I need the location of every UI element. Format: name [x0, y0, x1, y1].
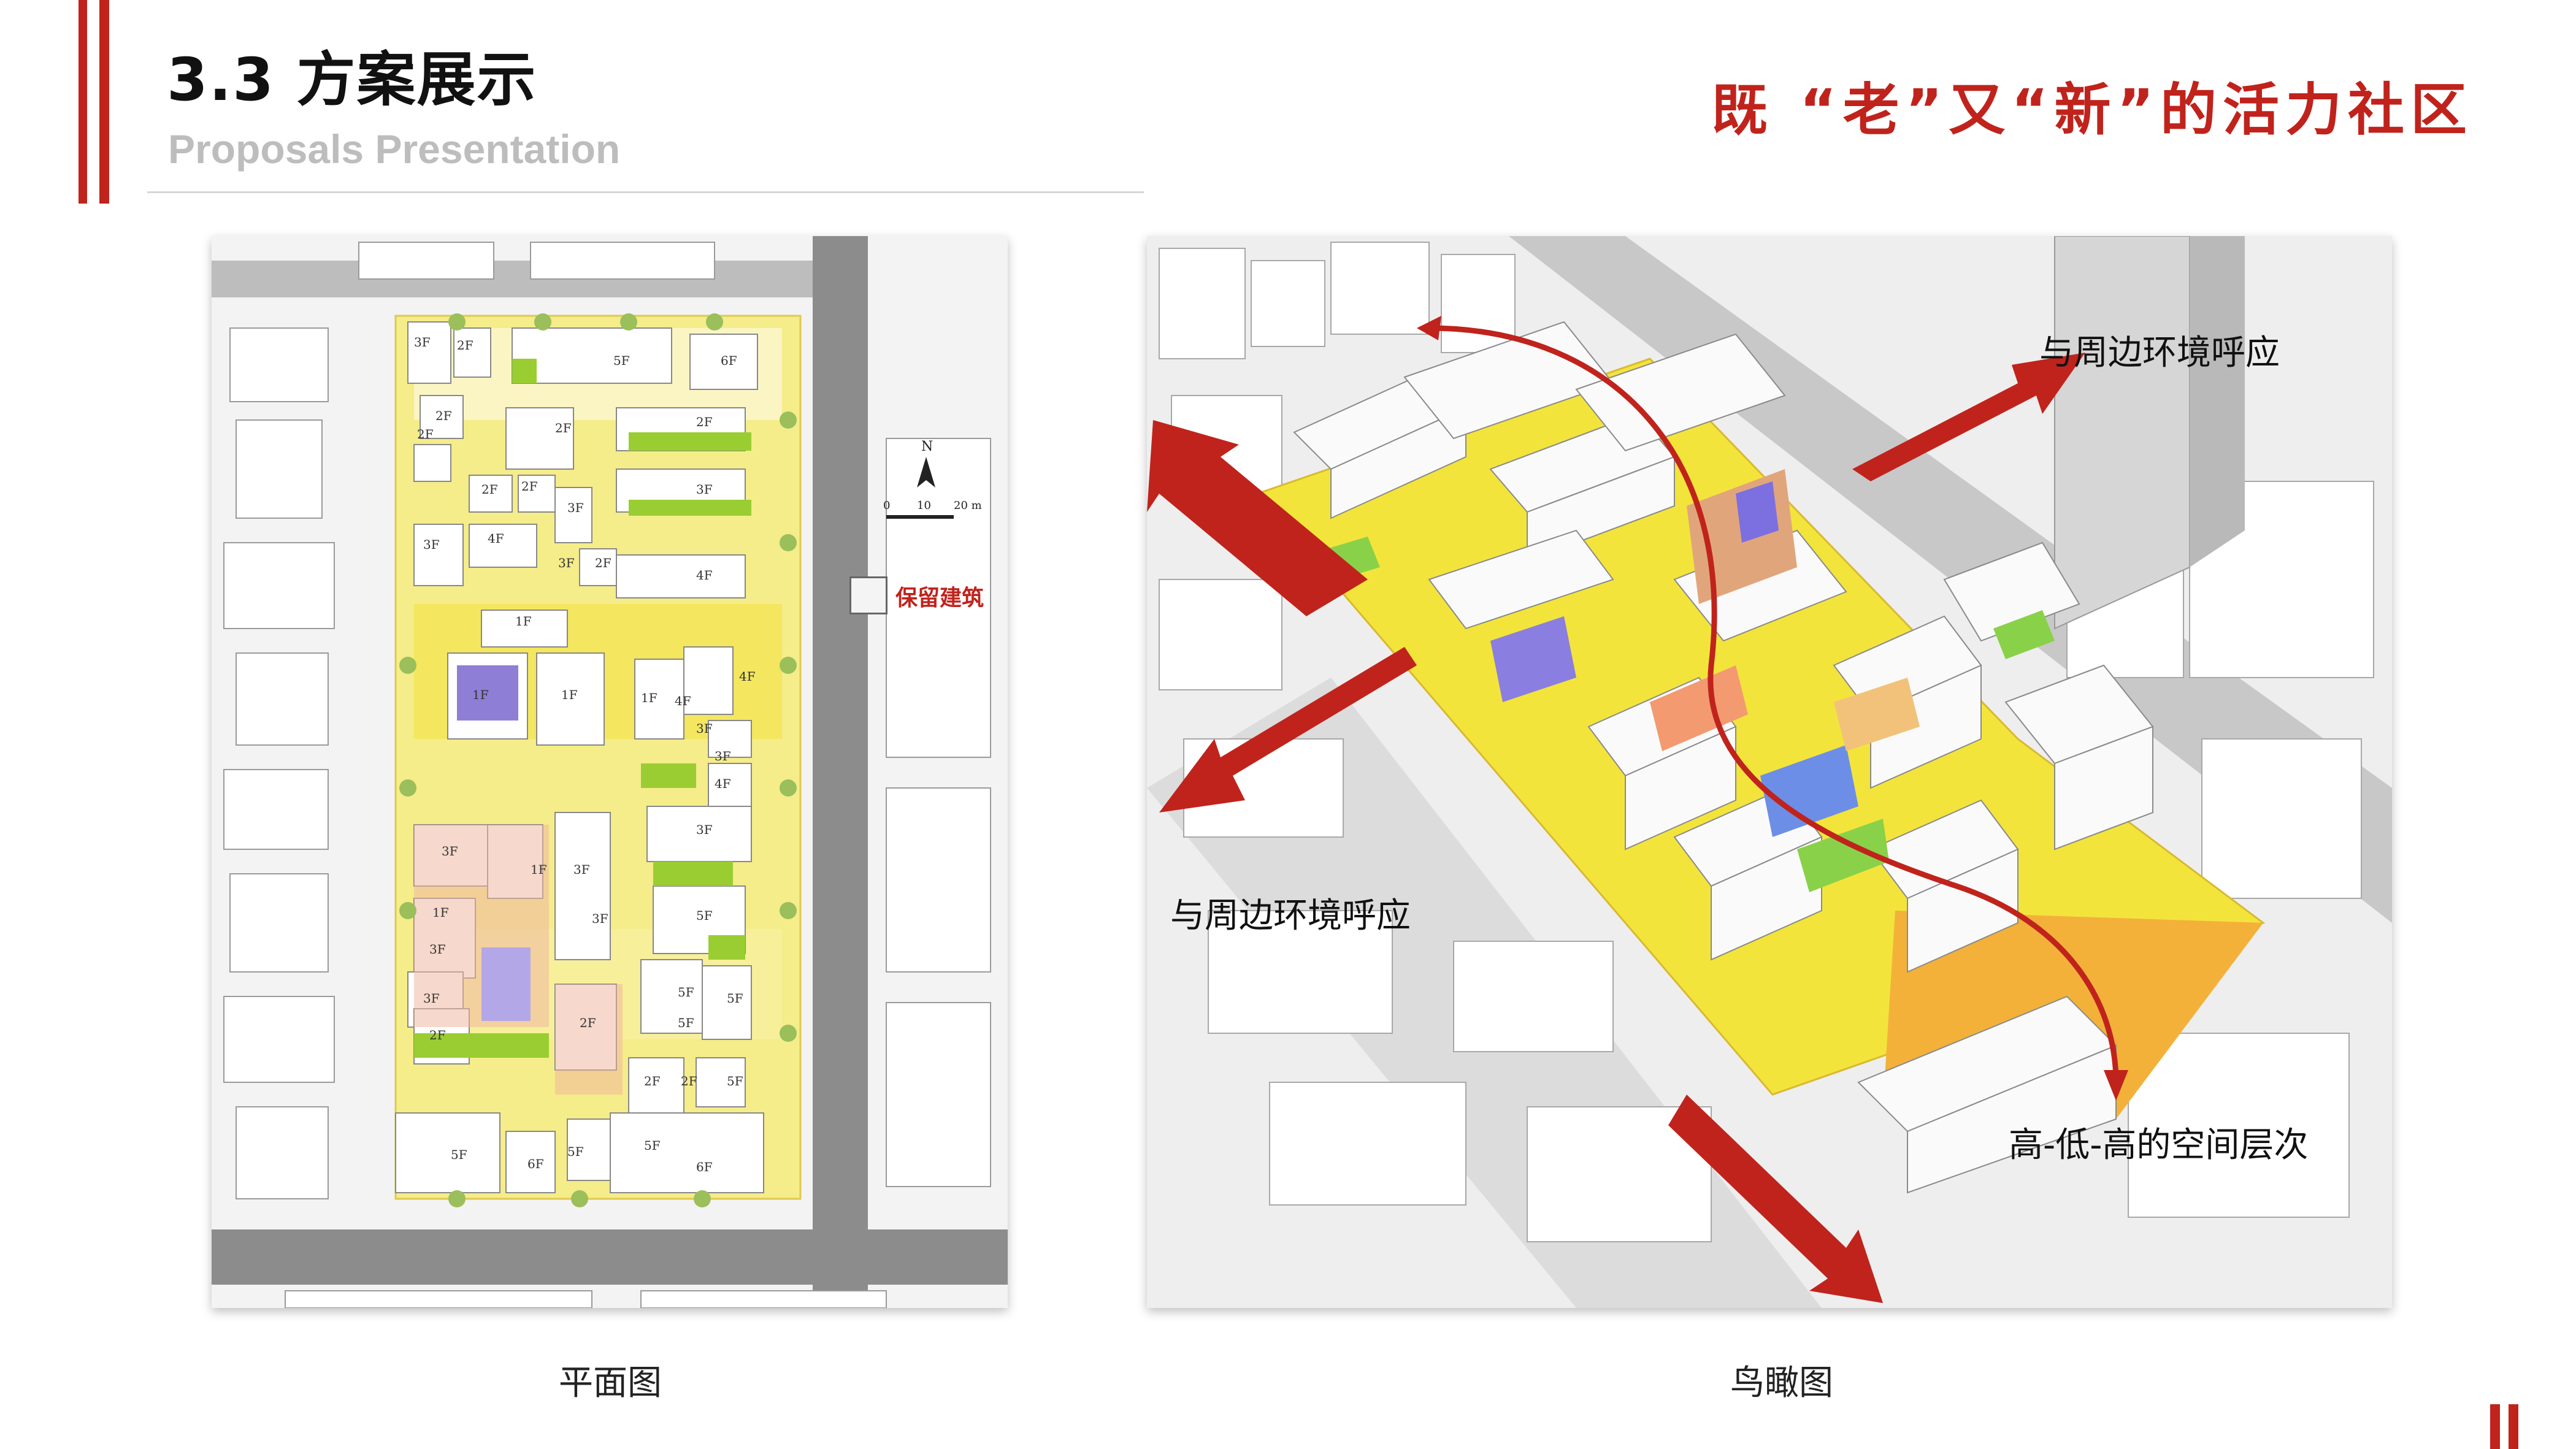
floor-label: 3F	[696, 721, 713, 736]
floor-label: 2F	[435, 408, 452, 423]
floor-label: 1F	[472, 687, 489, 702]
floor-label: 2F	[681, 1074, 697, 1088]
floor-label: 2F	[481, 482, 498, 497]
floor-label: 3F	[423, 991, 440, 1006]
floor-label: 1F	[641, 690, 657, 705]
floor-label: 4F	[696, 568, 713, 583]
floor-label: 5F	[613, 353, 630, 368]
header-divider	[147, 191, 1144, 193]
floor-label: 3F	[696, 822, 713, 837]
north-label: N	[921, 439, 933, 454]
floor-label: 5F	[727, 991, 743, 1006]
floor-label: 5F	[678, 985, 694, 1000]
floor-label: 1F	[531, 862, 547, 877]
floor-label: 2F	[580, 1015, 596, 1030]
floor-label: 2F	[429, 1028, 446, 1042]
floor-label: 5F	[678, 1015, 694, 1030]
floor-label: 3F	[442, 844, 458, 858]
aerial-callout-context-1: 与周边环境呼应	[2039, 333, 2280, 373]
floor-label: 2F	[696, 415, 713, 429]
floor-label: 2F	[417, 427, 434, 442]
scale-label: 10	[917, 499, 931, 512]
floor-label: 3F	[558, 556, 575, 570]
floor-label: 4F	[675, 694, 691, 708]
aerial-callout-context-2: 与周边环境呼应	[1170, 896, 1411, 936]
floor-label: 4F	[739, 669, 756, 684]
floor-label: 3F	[414, 335, 431, 350]
floor-label: 5F	[644, 1138, 661, 1153]
legend-swatch-retained	[849, 576, 887, 614]
floor-label: 5F	[451, 1147, 467, 1162]
site-plan-image: 3F 2F 5F 6F 2F 2F 2F 2F 2F 2F 3F 3F 4F 3…	[212, 236, 1008, 1308]
floor-label: 1F	[515, 614, 532, 629]
header-accent-bar-2	[99, 0, 109, 204]
legend-label-retained: 保留建筑	[895, 586, 984, 611]
scale-label: 0	[883, 499, 890, 512]
aerial-caption: 鸟瞰图	[1730, 1363, 1833, 1403]
floor-label: 2F	[521, 479, 538, 494]
floor-label: 4F	[715, 776, 731, 791]
page-title: 3.3 方案展示	[167, 45, 537, 114]
direction-arrows	[1147, 353, 2085, 1303]
scale-bar: 0 10 20 m	[883, 499, 982, 519]
footer-accent-bar-2	[2509, 1404, 2518, 1449]
floor-label: 3F	[715, 749, 731, 763]
aerial-callout-spatial-layers: 高-低-高的空间层次	[2009, 1125, 2309, 1165]
floor-label: 2F	[644, 1074, 661, 1088]
floor-label: 2F	[457, 338, 473, 353]
tagline: 既 “老”又“新”的活力社区	[1711, 77, 2473, 143]
scale-label: 20 m	[954, 499, 982, 512]
floor-label: 1F	[432, 905, 449, 920]
floor-label: 2F	[555, 421, 572, 435]
floor-label: 3F	[423, 537, 440, 552]
floor-label: 6F	[721, 353, 737, 368]
floor-label: 5F	[696, 908, 713, 923]
floor-label: 2F	[595, 556, 611, 570]
aerial-drawing	[1147, 236, 2392, 1308]
site-plan-drawing: 3F 2F 5F 6F 2F 2F 2F 2F 2F 2F 3F 3F 4F 3…	[212, 236, 1008, 1308]
floor-label: 3F	[592, 911, 608, 926]
header-accent-bar	[79, 0, 87, 204]
floor-label: 3F	[573, 862, 590, 877]
floor-label: 6F	[696, 1160, 713, 1174]
floor-label: 5F	[567, 1144, 584, 1159]
north-arrow: N	[917, 439, 935, 487]
footer-accent-bar	[2490, 1404, 2500, 1449]
plan-caption: 平面图	[559, 1363, 662, 1403]
floor-labels: 3F 2F 5F 6F 2F 2F 2F 2F 2F 2F 3F 3F 4F 3…	[414, 335, 756, 1174]
page-subtitle: Proposals Presentation	[168, 126, 621, 172]
floor-label: 6F	[527, 1157, 544, 1171]
floor-label: 4F	[488, 531, 504, 546]
floor-label: 3F	[696, 482, 713, 497]
floor-label: 5F	[727, 1074, 743, 1088]
floor-label: 1F	[561, 687, 578, 702]
floor-label: 3F	[429, 942, 446, 957]
floor-label: 3F	[567, 500, 584, 515]
aerial-view-image	[1147, 236, 2392, 1308]
